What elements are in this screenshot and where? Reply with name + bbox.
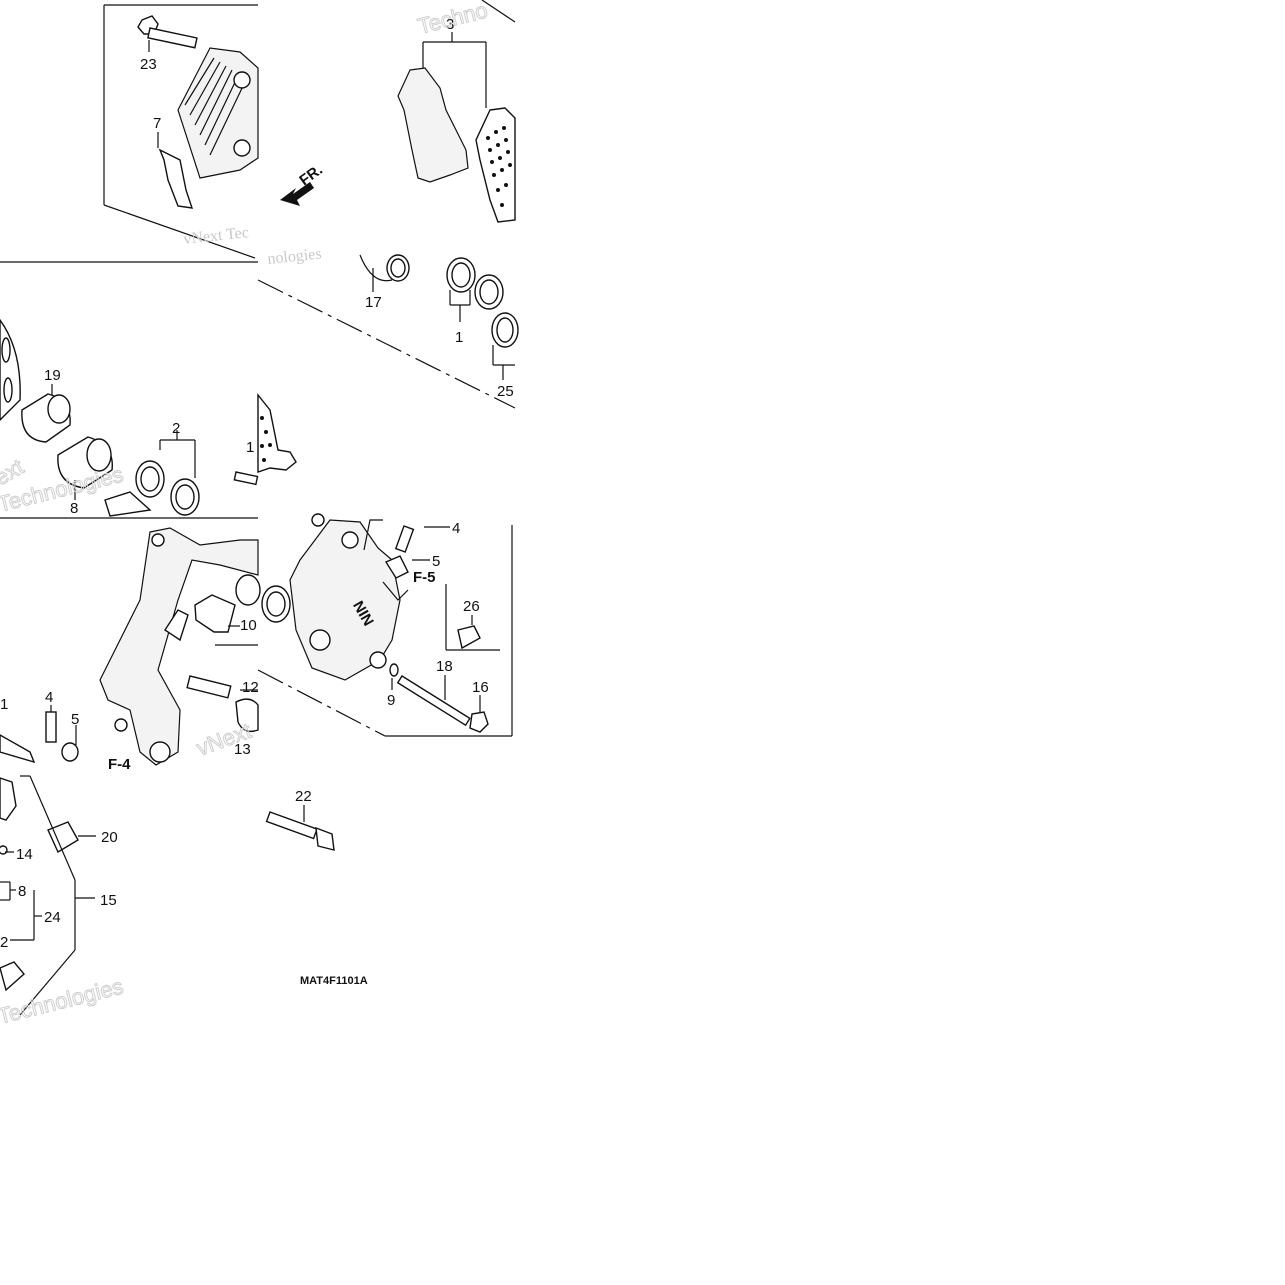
tag-f5: F-5 [413,569,436,586]
callout-1-left: 1 [0,696,8,713]
callout-2: 2 [172,420,180,437]
pad-spring-part [158,148,194,209]
pad-half-part [233,393,297,486]
callout-2-bottom: 2 [0,934,8,951]
frame-lines [0,0,516,737]
piston-part [21,393,152,517]
caliper-bracket-part [99,527,259,766]
callout-1-top: 1 [455,329,463,346]
slide-pin-part [186,675,232,699]
watermark-text: Techno [415,0,490,39]
callout-16: 16 [472,679,489,696]
callout-10: 10 [240,617,257,634]
callout-5-right: 5 [432,553,440,570]
callout-12: 12 [242,679,259,696]
callout-5-left: 5 [71,711,79,728]
caliper-housing-part [177,47,259,179]
bleeder-cap-part [457,625,481,650]
callout-24: 24 [44,909,61,926]
mounting-bolt-part [265,811,335,851]
callout-23: 23 [140,56,157,73]
callout-14: 14 [16,846,33,863]
callout-1-right: 1 [246,439,254,456]
piston-seal-part [359,254,519,348]
callout-19: 19 [44,367,61,384]
callout-13: 13 [234,741,251,758]
watermark-text: nologies [267,245,323,268]
callout-4-right: 4 [452,520,460,537]
callout-20: 20 [101,829,118,846]
caliper-body-part: NIN [289,513,401,681]
callout-17: 17 [365,294,382,311]
callout-18: 18 [436,658,453,675]
bolt-part-23 [137,15,198,49]
diagram-code: MAT4F1101A [300,975,368,987]
watermark-text: vNext Tec [183,224,250,248]
front-direction-label: FR. [296,161,326,189]
bleeder-valve-part [45,711,57,743]
callout-3: 3 [446,16,454,33]
front-direction-arrow-icon [280,182,314,206]
callout-22: 22 [295,788,312,805]
callout-26: 26 [463,598,480,615]
hose-fitting-part [0,777,79,992]
watermark-text: Technologies [0,974,126,1029]
callout-labels: 23 7 3 17 1 25 19 2 1 8 4 5 26 18 16 9 1… [0,16,514,951]
callout-8-bottom: 8 [18,883,26,900]
brake-disc-part [0,318,21,421]
callout-8-top: 8 [70,500,78,517]
callout-25: 25 [497,383,514,400]
brake-pad-part [397,67,516,223]
pin-clip-part [194,594,236,633]
tag-f4: F-4 [108,756,131,773]
callout-9: 9 [387,692,395,709]
callout-7: 7 [153,115,161,132]
callout-4-left: 4 [45,689,53,706]
pad-pin-part [396,675,471,727]
callout-15: 15 [100,892,117,909]
